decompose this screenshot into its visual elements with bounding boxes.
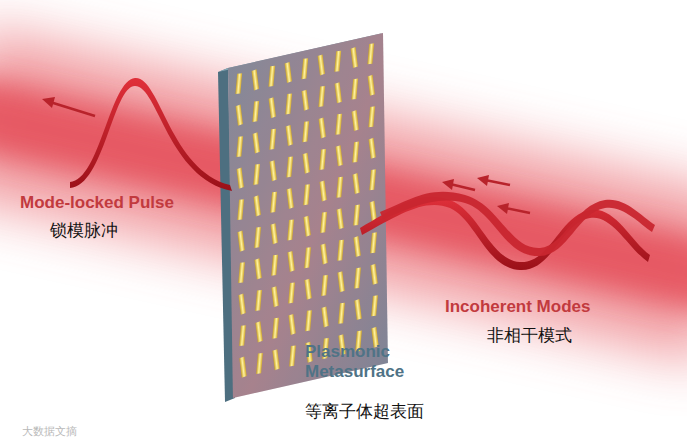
nanorod — [338, 303, 345, 324]
nanorod — [321, 275, 328, 296]
nanorod — [353, 236, 360, 257]
nanorod — [319, 149, 326, 170]
nanorod — [239, 325, 246, 346]
nanorod — [236, 105, 243, 126]
nanorod — [253, 164, 260, 185]
nanorod — [256, 353, 263, 374]
nanorod — [369, 169, 376, 190]
nanorod — [369, 201, 376, 222]
nanorod — [286, 125, 293, 146]
nanorod — [235, 73, 242, 94]
nanorod — [318, 54, 325, 75]
nanorod — [335, 114, 342, 135]
nanorod — [336, 177, 343, 198]
nanorod — [303, 184, 310, 205]
nanorod — [253, 195, 260, 216]
nanorod — [303, 216, 310, 237]
nanorod — [319, 117, 326, 138]
nanorod — [321, 306, 328, 327]
nanorod — [255, 290, 262, 311]
nanorod — [351, 79, 358, 100]
nanorod — [320, 212, 327, 233]
nanorod — [254, 258, 261, 279]
nanorod — [287, 251, 294, 272]
nanorod — [269, 129, 276, 150]
pulse-label: Mode-locked Pulse — [20, 193, 174, 213]
nanorod — [371, 295, 378, 316]
nanorod — [336, 208, 343, 229]
nanorod — [271, 255, 278, 276]
nanorod — [303, 153, 310, 174]
nanorod — [270, 192, 277, 213]
nanorod — [252, 69, 259, 90]
nanorod — [305, 310, 312, 331]
nanorod — [236, 136, 243, 157]
nanorod — [318, 86, 325, 107]
nanorod — [351, 47, 358, 68]
nanorod — [302, 90, 309, 111]
nanorod — [286, 156, 293, 177]
nanorod — [320, 243, 327, 264]
nanorod — [272, 318, 279, 339]
nanorod — [367, 43, 374, 64]
nanorod — [289, 345, 296, 366]
nanorod — [237, 199, 244, 220]
nanorod — [287, 219, 294, 240]
nanorod — [369, 138, 376, 159]
nanorod — [255, 321, 262, 342]
nanorod — [288, 314, 295, 335]
nanorod — [337, 271, 344, 292]
watermark: 大数据文摘 — [22, 424, 77, 439]
modes-label-zh: 非相干模式 — [487, 324, 572, 347]
nanorod — [238, 294, 245, 315]
nanorod — [252, 101, 259, 122]
nanorod — [368, 106, 375, 127]
nanorod — [268, 66, 275, 87]
nanorod — [352, 142, 359, 163]
nanorod — [285, 62, 292, 83]
nanorod — [237, 231, 244, 252]
nanorod — [354, 268, 361, 289]
nanorod — [272, 349, 279, 370]
nanorod — [354, 299, 361, 320]
nanorod — [239, 357, 246, 378]
nanorod — [270, 160, 277, 181]
nanorod — [352, 110, 359, 131]
nanorod — [286, 188, 293, 209]
nanorod — [301, 58, 308, 79]
nanorod — [304, 247, 311, 268]
nanorod — [302, 121, 309, 142]
nanorod — [368, 75, 375, 96]
nanorod — [270, 223, 277, 244]
nanorod — [237, 168, 244, 189]
nanorod — [336, 145, 343, 166]
nanorod — [269, 97, 276, 118]
modes-label: Incoherent Modes — [445, 297, 590, 317]
nanorod — [337, 240, 344, 261]
nanorod — [352, 173, 359, 194]
nanorod — [253, 132, 260, 153]
nanorod — [254, 227, 261, 248]
nanorod — [334, 51, 341, 72]
nanorod — [238, 262, 245, 283]
metasurface-label-zh: 等离子体超表面 — [305, 400, 424, 423]
nanorod — [271, 286, 278, 307]
nanorod — [285, 93, 292, 114]
nanorod — [319, 180, 326, 201]
nanorod — [288, 282, 295, 303]
nanorod — [370, 264, 377, 285]
nanorod — [304, 279, 311, 300]
metasurface-label: Plasmonic Metasurface — [305, 342, 435, 382]
nanorod — [353, 205, 360, 226]
pulse-label-zh: 锁模脉冲 — [50, 219, 118, 242]
nanorod — [370, 232, 377, 253]
nanorod — [335, 82, 342, 103]
